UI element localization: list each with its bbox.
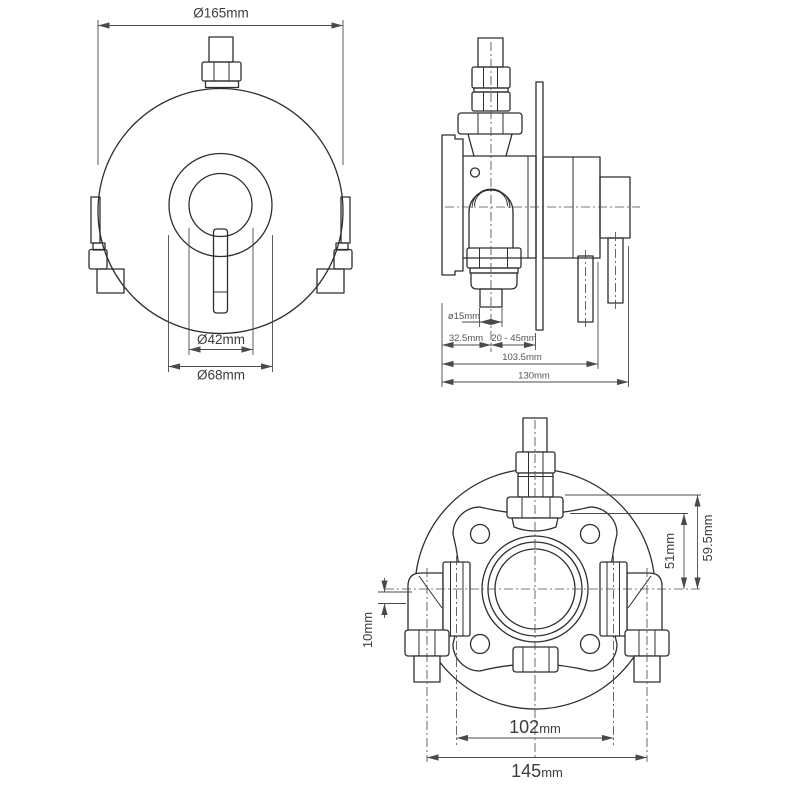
front-faceplate-circle <box>97 87 344 335</box>
dim-label-rear-depth: 32.5mm <box>449 333 483 344</box>
front-view: Ø165mm Ø42mm Ø68mm <box>88 6 353 383</box>
side-collar <box>470 272 518 290</box>
side-top-connector <box>457 37 523 157</box>
front-stem-pipe <box>208 36 234 63</box>
dim-label-offset: 10mm <box>360 612 375 648</box>
front-stem-collar <box>204 80 240 89</box>
dim-label-trim-diameter: Ø68mm <box>197 368 245 383</box>
rear-left-elbow-assembly <box>404 561 471 683</box>
rear-top-pipe <box>522 417 548 453</box>
side-inlet-nut-assembly <box>466 247 522 308</box>
front-right-fitting <box>316 196 353 294</box>
side-top-pipe <box>477 37 504 68</box>
side-rear-bracket <box>441 134 464 276</box>
side-view: ø15mm 32.5mm 20 - 45mm 103.5mm 130mm <box>441 37 640 387</box>
side-washer <box>469 267 519 274</box>
dim-label-overall-width: 145mm <box>511 761 563 781</box>
side-cartridge-housing <box>599 176 631 239</box>
dim-label-pipe-diameter: ø15mm <box>448 311 480 322</box>
rear-bolt-hole <box>469 523 491 545</box>
front-left-fitting <box>88 196 125 294</box>
dim-label-width-total: 130mm <box>518 371 550 382</box>
rear-bolt-hole <box>579 633 601 655</box>
rear-hex-nut <box>515 451 556 474</box>
front-trim-circle <box>168 152 273 258</box>
front-stem-hex-nut <box>201 61 242 82</box>
rear-view: 10mm 51mm 59.5mm 102mm 145mm <box>360 417 715 781</box>
dim-label-height-inner: 51mm <box>662 533 677 569</box>
rear-bottom-tab <box>512 646 559 673</box>
dim-label-overall-diameter: Ø165mm <box>193 6 249 21</box>
dim-label-inlet-centres: 102mm <box>509 717 561 737</box>
dim-label-depth-total: 103.5mm <box>502 352 542 363</box>
front-hub-circle <box>188 172 253 238</box>
rear-bolt-hole <box>469 633 491 655</box>
dim-label-height-outer: 59.5mm <box>700 515 715 562</box>
side-screw-hole <box>469 167 481 178</box>
side-valve-body-front <box>542 156 601 259</box>
side-wall-plate <box>535 81 544 331</box>
dim-label-hub-diameter: Ø42mm <box>197 332 245 347</box>
rear-right-elbow-assembly <box>599 561 670 683</box>
dim-label-adjust-range: 20 - 45mm <box>491 333 536 344</box>
front-handle-lever <box>212 228 229 314</box>
rear-bolt-hole <box>579 523 601 545</box>
side-large-hex-nut <box>457 112 523 135</box>
